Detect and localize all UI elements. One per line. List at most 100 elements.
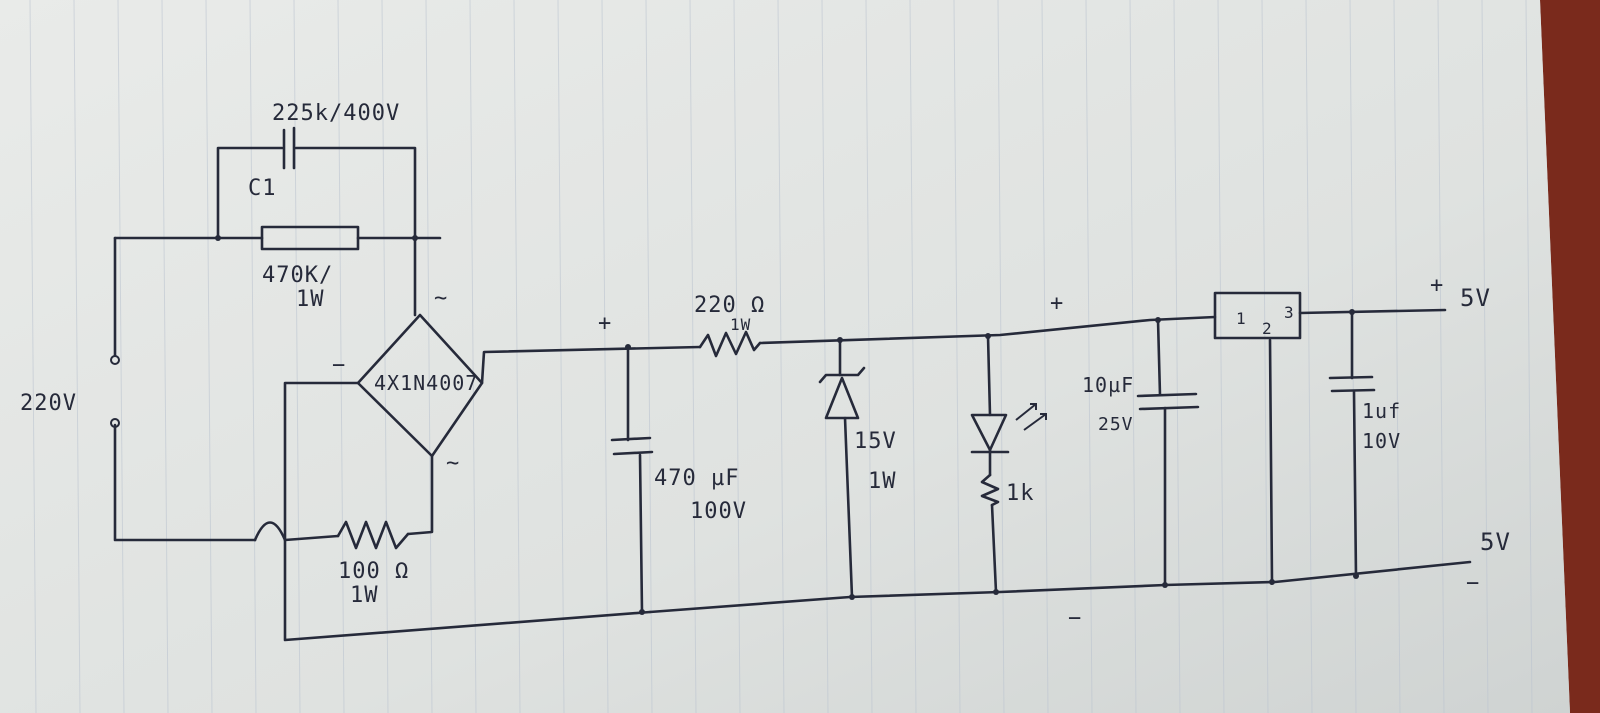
resistor-1k <box>980 473 1000 507</box>
paper-grid-line <box>205 0 213 713</box>
wire-zener-bottom <box>843 416 854 599</box>
desk-edge <box>1540 0 1600 713</box>
paper-grid-line <box>1481 0 1489 713</box>
wire-cap-out-bottom <box>1352 390 1358 578</box>
paper-grid-line <box>733 0 741 713</box>
paper-grid-line <box>249 0 257 713</box>
paper-grid-line <box>645 0 653 713</box>
paper-grid-line <box>1525 0 1533 713</box>
wire-ground-rail <box>648 560 1472 614</box>
label-cap-big-value: 470 µF <box>654 466 739 491</box>
label-rail-minus: − <box>1068 606 1082 631</box>
resistor-220-ohm <box>698 330 762 358</box>
zener-diode <box>818 366 866 420</box>
paper-grid-line <box>73 0 81 713</box>
paper-grid-line <box>997 0 1005 713</box>
wire-led-bottom <box>990 503 998 594</box>
label-cap-out-voltage: 10V <box>1362 429 1401 453</box>
label-cap-big-plus: + <box>598 311 612 336</box>
label-cap-big-voltage: 100V <box>690 499 747 524</box>
wire-cap-mid-top <box>1156 318 1162 397</box>
wire-supply-bottom <box>113 423 257 542</box>
label-out-minus-sign: − <box>1466 571 1480 596</box>
label-bridge: 4X1N4007 <box>374 371 478 395</box>
resistor-100-ohm <box>336 520 410 550</box>
wire-led-top <box>986 334 992 417</box>
paper-grid-line <box>29 0 37 713</box>
capacitor-470uf <box>610 436 654 456</box>
paper-grid <box>29 0 1533 713</box>
supply-terminal-top <box>110 355 120 365</box>
label-c1-value: 225k/400V <box>272 101 400 126</box>
paper-grid-line <box>689 0 697 713</box>
paper-grid-line <box>1129 0 1137 713</box>
paper-grid-line <box>1085 0 1093 713</box>
label-led-resistor: 1k <box>1006 481 1035 506</box>
paper-grid-line <box>1217 0 1225 713</box>
label-c1-name: C1 <box>248 176 277 201</box>
paper-grid-line <box>865 0 873 713</box>
label-r-series-value: 220 Ω <box>694 293 765 318</box>
label-rail-plus: + <box>1050 291 1064 316</box>
label-zener-value: 15V <box>854 429 897 454</box>
paper-grid-line <box>1393 0 1401 713</box>
led <box>970 403 1047 454</box>
paper-grid-line <box>777 0 785 713</box>
wire-bridge-minus <box>283 381 652 642</box>
paper-grid-line <box>1437 0 1445 713</box>
capacitor-c1 <box>282 126 296 170</box>
paper-grid-line <box>293 0 301 713</box>
label-out-plus-sign: + <box>1430 273 1444 298</box>
paper-grid-line <box>469 0 477 713</box>
label-out-minus: 5V <box>1480 528 1511 556</box>
wire-c1-left <box>216 146 284 240</box>
supply-terminal-bottom <box>110 418 120 428</box>
label-zener-power: 1W <box>868 469 897 494</box>
wire-to-r-bottom <box>283 534 340 542</box>
wire-output-positive <box>1298 308 1447 315</box>
wire-cap-big-bottom <box>638 453 644 614</box>
paper-grid-line <box>557 0 565 713</box>
wire-r-bottom-to-bridge <box>406 454 434 536</box>
paper-grid-line <box>513 0 521 713</box>
label-bridge-minus: − <box>332 353 346 378</box>
capacitor-1uf <box>1328 375 1376 393</box>
label-cap-out-value: 1uf <box>1362 399 1401 423</box>
wire-regulator-ground <box>1268 338 1274 584</box>
paper-grid-line <box>337 0 345 713</box>
label-r-series-power: 1W <box>730 315 751 334</box>
led-emission-arrow-2 <box>1023 413 1047 431</box>
resistor-r1 <box>260 225 360 251</box>
label-r-bottom-value: 100 Ω <box>338 559 409 584</box>
capacitor-10uf <box>1136 392 1200 411</box>
paper-grid-line <box>161 0 169 713</box>
label-supply-voltage: 220V <box>20 391 77 416</box>
bridge-rectifier <box>356 313 484 458</box>
label-bridge-ac-top: ~ <box>434 286 448 311</box>
label-r1-power: 1W <box>296 287 325 312</box>
label-cap-mid-value: 10µF <box>1082 373 1134 397</box>
paper-grid-line <box>601 0 609 713</box>
paper-grid-line <box>1041 0 1049 713</box>
wiring <box>113 146 1472 642</box>
label-out-plus: 5V <box>1460 284 1491 312</box>
wire-positive-rail <box>758 315 1217 345</box>
label-reg-pin2: 2 <box>1262 319 1273 338</box>
label-r1-value: 470K/ <box>262 263 333 288</box>
label-bridge-ac-bottom: ~ <box>446 451 460 476</box>
paper-grid-line <box>381 0 389 713</box>
label-reg-pin3: 3 <box>1284 303 1295 322</box>
paper-grid-line <box>821 0 829 713</box>
label-reg-pin1: 1 <box>1236 309 1247 328</box>
led-emission-arrow-1 <box>1015 403 1037 421</box>
paper-grid-line <box>1173 0 1181 713</box>
paper-grid-line <box>117 0 125 713</box>
paper-grid-line <box>1261 0 1269 713</box>
paper-grid-line <box>1305 0 1313 713</box>
wire-crossover-hop <box>253 521 287 542</box>
paper-grid-line <box>425 0 433 713</box>
label-cap-mid-voltage: 25V <box>1098 414 1134 435</box>
